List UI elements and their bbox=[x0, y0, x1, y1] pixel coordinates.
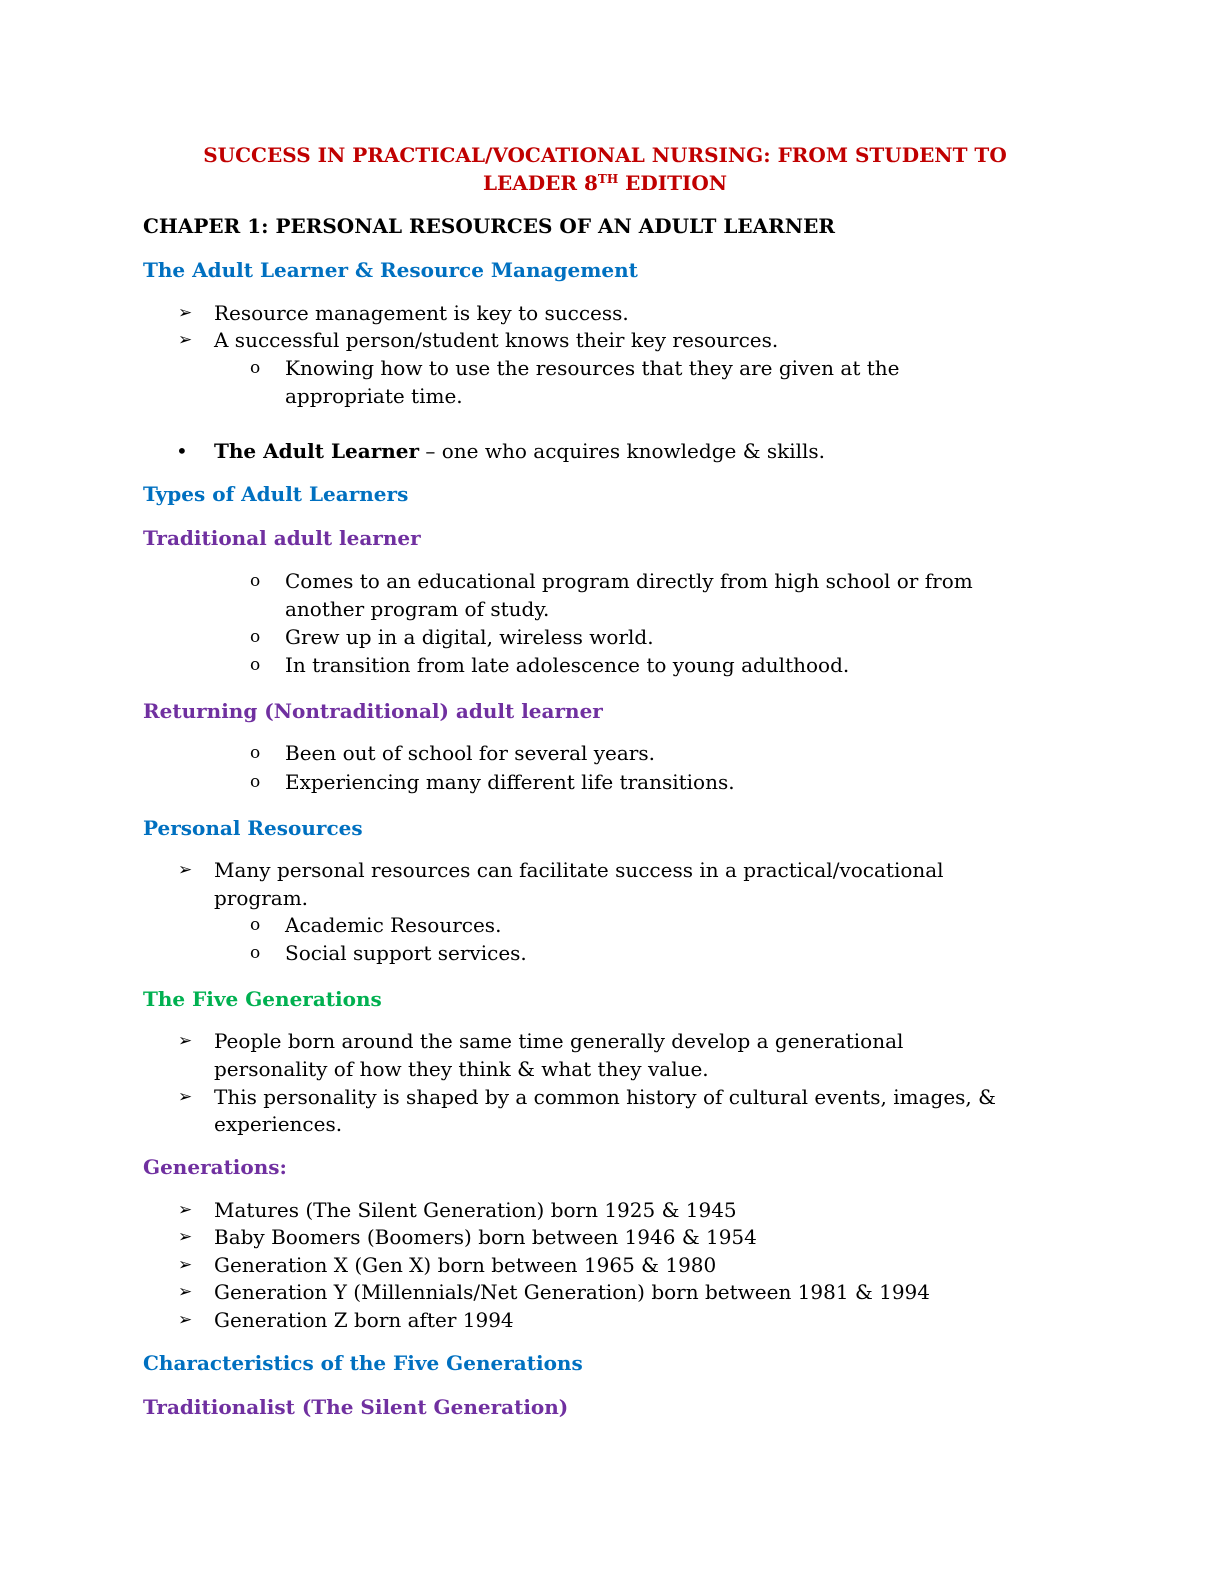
subsection-heading: Generations: bbox=[143, 1155, 287, 1179]
generation-item: Matures (The Silent Generation) born 192… bbox=[214, 1198, 737, 1222]
arrow-bullet-icon: ➢ bbox=[178, 330, 193, 350]
list-item: Resource management is key to success. bbox=[214, 301, 629, 325]
arrow-bullet-icon: ➢ bbox=[178, 1310, 193, 1330]
arrow-bullet-icon: ➢ bbox=[178, 303, 193, 323]
sub-list-item-cont: appropriate time. bbox=[285, 384, 463, 408]
arrow-bullet-icon: ➢ bbox=[178, 1282, 193, 1302]
generation-item: Generation Z born after 1994 bbox=[214, 1308, 514, 1332]
definition-text: – one who acquires knowledge & skills. bbox=[419, 439, 826, 463]
subsection-heading: Returning (Nontraditional) adult learner bbox=[143, 699, 603, 723]
circle-bullet-icon: o bbox=[250, 655, 261, 675]
section-heading: The Adult Learner & Resource Management bbox=[143, 258, 638, 282]
circle-bullet-icon: o bbox=[250, 358, 261, 378]
list-item-cont: experiences. bbox=[214, 1112, 343, 1136]
dot-bullet-icon: • bbox=[176, 439, 188, 463]
section-heading: Types of Adult Learners bbox=[143, 482, 409, 506]
arrow-bullet-icon: ➢ bbox=[178, 860, 193, 880]
sub-list-item-cont: another program of study. bbox=[285, 597, 550, 621]
title-superscript: TH bbox=[597, 172, 619, 186]
document-title: SUCCESS IN PRACTICAL/VOCATIONAL NURSING:… bbox=[203, 143, 1007, 167]
list-item: People born around the same time general… bbox=[214, 1029, 904, 1053]
subsection-heading: Traditionalist (The Silent Generation) bbox=[143, 1395, 569, 1419]
list-item: This personality is shaped by a common h… bbox=[214, 1085, 996, 1109]
circle-bullet-icon: o bbox=[250, 627, 261, 647]
circle-bullet-icon: o bbox=[250, 943, 261, 963]
circle-bullet-icon: o bbox=[250, 571, 261, 591]
arrow-bullet-icon: ➢ bbox=[178, 1255, 193, 1275]
sub-list-item: In transition from late adolescence to y… bbox=[285, 653, 850, 677]
definition-term: The Adult Learner bbox=[214, 439, 420, 463]
subsection-heading: Traditional adult learner bbox=[143, 526, 421, 550]
generation-item: Generation X (Gen X) born between 1965 &… bbox=[214, 1253, 717, 1277]
circle-bullet-icon: o bbox=[250, 743, 261, 763]
sub-list-item: Social support services. bbox=[285, 941, 527, 965]
section-heading: Characteristics of the Five Generations bbox=[143, 1351, 583, 1375]
section-heading: Personal Resources bbox=[143, 816, 363, 840]
list-item: A successful person/student knows their … bbox=[214, 328, 779, 352]
title-text: EDITION bbox=[618, 171, 728, 195]
circle-bullet-icon: o bbox=[250, 772, 261, 792]
generation-item: Baby Boomers (Boomers) born between 1946… bbox=[214, 1225, 757, 1249]
title-text: LEADER 8 bbox=[482, 171, 598, 195]
arrow-bullet-icon: ➢ bbox=[178, 1031, 193, 1051]
arrow-bullet-icon: ➢ bbox=[178, 1227, 193, 1247]
arrow-bullet-icon: ➢ bbox=[178, 1087, 193, 1107]
sub-list-item: Experiencing many different life transit… bbox=[285, 770, 735, 794]
arrow-bullet-icon: ➢ bbox=[178, 1200, 193, 1220]
sub-list-item: Academic Resources. bbox=[285, 913, 502, 937]
list-item-cont: personality of how they think & what the… bbox=[214, 1057, 709, 1081]
document-title-line2: LEADER 8TH EDITION bbox=[0, 169, 1210, 197]
sub-list-item: Been out of school for several years. bbox=[285, 741, 655, 765]
circle-bullet-icon: o bbox=[250, 915, 261, 935]
definition-item: The Adult Learner – one who acquires kno… bbox=[214, 437, 825, 465]
list-item: Many personal resources can facilitate s… bbox=[214, 858, 944, 882]
chapter-heading: CHAPER 1: PERSONAL RESOURCES OF AN ADULT… bbox=[143, 214, 835, 238]
generation-item: Generation Y (Millennials/Net Generation… bbox=[214, 1280, 930, 1304]
sub-list-item: Knowing how to use the resources that th… bbox=[285, 356, 900, 380]
sub-list-item: Comes to an educational program directly… bbox=[285, 569, 973, 593]
sub-list-item: Grew up in a digital, wireless world. bbox=[285, 625, 654, 649]
section-heading: The Five Generations bbox=[143, 987, 382, 1011]
list-item-cont: program. bbox=[214, 886, 309, 910]
